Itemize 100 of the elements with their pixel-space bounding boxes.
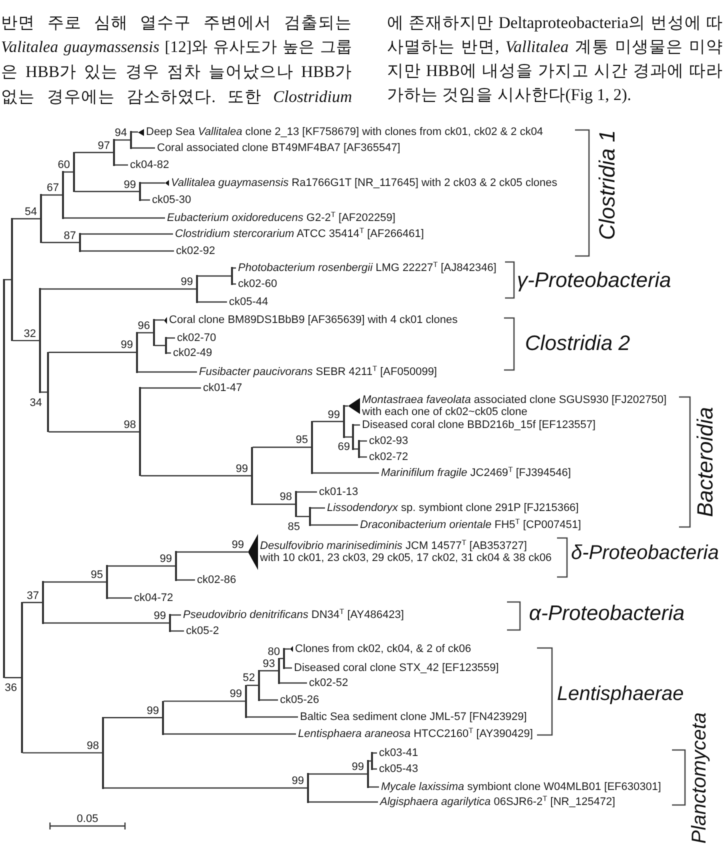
taxon-label: ck02-72 <box>367 451 408 463</box>
branch-line <box>44 622 170 624</box>
bootstrap-value: 99 <box>352 761 364 773</box>
taxon-label: Lentisphaera araneosa HTCC2160$^{T}$ [AY390429] <box>296 728 533 740</box>
taxon-label: Coral associated clone BT49MF4BA7 [AF365547] <box>155 142 400 154</box>
taxon-label: Baltic Sea sediment clone JML-57 [FN423929] <box>298 711 527 723</box>
branch-line <box>176 579 195 581</box>
branch-line <box>154 344 166 346</box>
branch-line <box>104 717 162 718</box>
taxon-label: with each one of ck02~ck05 clone <box>362 406 528 418</box>
branch-line <box>280 682 307 684</box>
branch-line <box>198 275 232 277</box>
branch-line <box>308 773 368 775</box>
tree-node-line <box>106 565 108 599</box>
bootstrap-value: 36 <box>4 682 17 694</box>
tree-node-line <box>139 182 141 201</box>
bootstrap-value: 97 <box>98 140 110 152</box>
taxon-label: ck02-92 <box>174 245 216 257</box>
tree-node-line <box>358 440 360 458</box>
branch-line <box>74 190 140 192</box>
branch-line <box>252 446 312 448</box>
bootstrap-value: 87 <box>64 230 76 242</box>
branch-line <box>4 677 22 678</box>
branch-line <box>296 491 317 493</box>
tree-node-line <box>371 752 373 770</box>
branch-line <box>164 733 296 735</box>
tree-node-line <box>311 420 313 474</box>
branch-line <box>4 279 12 280</box>
body-text: 은 HBB가 있는 경우 점차 늘어났으나 HBB가 <box>1 62 352 82</box>
branch-line <box>140 475 252 476</box>
bootstrap-value: 94 <box>114 127 127 139</box>
bootstrap-value: 99 <box>230 688 242 700</box>
taxon-label: ck02-70 <box>175 332 216 344</box>
taxon-label: ck05-30 <box>150 194 192 206</box>
tree-node-line <box>3 279 5 678</box>
tree-node-line <box>283 648 285 669</box>
taxon-label: Marinifilum fragile JC2469$^{T}$ [FJ394546] <box>379 467 571 479</box>
branch-line <box>12 218 40 220</box>
clade-label: α-Proteobacteria <box>529 602 685 626</box>
branch-line <box>170 614 181 616</box>
bootstrap-value: 69 <box>338 441 350 453</box>
branch-line <box>40 288 196 290</box>
clade-label: Planctomyceta <box>688 712 712 844</box>
branch-line <box>260 670 278 672</box>
taxon-label: ck02-49 <box>171 347 212 359</box>
taxon-label: Deep Sea Vallitalea clone 2_13 [KF758679] with clones from ck01, ck02 & 2 ck04 <box>146 126 544 138</box>
branch-line <box>310 524 358 526</box>
branch-line <box>170 630 184 632</box>
branch-line <box>368 786 379 788</box>
taxon-label: Algisphaera agarilytica 06SJR6-2$^{T}$ [NR_125472] <box>378 796 616 808</box>
tree-node-line <box>42 581 44 624</box>
bootstrap-value: 99 <box>160 553 172 565</box>
tree-node-line <box>11 218 13 342</box>
taxon-label: Clostridium stercorarium ATCC 35414$^{T}$ [AF266461] <box>173 228 424 240</box>
tree-node-line <box>113 139 115 166</box>
bootstrap-value: 99 <box>232 539 244 551</box>
clade-label: Lentisphaerae <box>557 682 684 706</box>
branch-line <box>108 565 176 567</box>
tree-node-line <box>39 288 41 393</box>
tree-node-line <box>130 131 132 149</box>
tree-node-line <box>309 507 311 526</box>
body-text: Valitalea guaymassensis [12]와 유사도가 높은 그룹 <box>1 38 352 58</box>
branch-line <box>48 352 136 353</box>
taxon-label: Pseudovibrio denitrificans DN34$^{T}$ [AY486423] <box>181 609 404 621</box>
tree-node-line <box>47 352 49 432</box>
branch-line <box>252 504 296 505</box>
branch-line <box>132 147 155 149</box>
bootstrap-value: 37 <box>26 590 39 602</box>
branch-line <box>308 801 378 803</box>
branch-line <box>138 332 154 334</box>
bootstrap-value: 99 <box>154 610 166 622</box>
branch-line <box>140 182 165 184</box>
branch-line <box>154 319 164 321</box>
branch-line <box>74 152 114 154</box>
body-text: 지만 HBB에 내성을 가지고 시간 경과에 따라 <box>387 61 723 81</box>
body-text: 사멸하는 반면, Vallitalea 계통 미생물은 미약 <box>387 37 723 57</box>
taxon-label: ck02-93 <box>367 435 408 447</box>
bootstrap-value: 95 <box>90 569 103 581</box>
clade-label: Clostridia 2 <box>525 332 630 356</box>
taxon-label: Clones from ck02, ck04, & 2 of ck06 <box>295 643 472 655</box>
tree-node-line <box>258 670 260 701</box>
taxon-label: ck02-52 <box>307 677 348 689</box>
branch-line <box>80 233 173 235</box>
tree-node-line <box>153 319 155 346</box>
taxon-label: ck01-47 <box>201 382 242 394</box>
branch-line <box>140 199 150 201</box>
branch-line <box>44 581 106 583</box>
tree-node-line <box>251 446 253 505</box>
tree-node-line <box>139 387 141 476</box>
branch-line <box>108 597 132 599</box>
branch-line <box>12 340 40 342</box>
taxon-label: Eubacterium oxidoreducens G2-2$^{T}$ [AF202259] <box>165 212 396 224</box>
branch-line <box>312 472 379 474</box>
taxon-label: Diseased coral clone STX_42 [EF123559] <box>292 662 499 674</box>
tree-node-line <box>162 700 164 735</box>
bootstrap-value: 99 <box>180 276 193 288</box>
taxon-label: Draconibacterium orientale FH5$^{T}$ [CP007451] <box>358 519 582 531</box>
branch-line <box>42 194 62 196</box>
bootstrap-value: 52 <box>242 672 255 684</box>
taxon-label: Montastraea faveolata associated clone SGUS930 [FJ202750] <box>362 394 667 406</box>
